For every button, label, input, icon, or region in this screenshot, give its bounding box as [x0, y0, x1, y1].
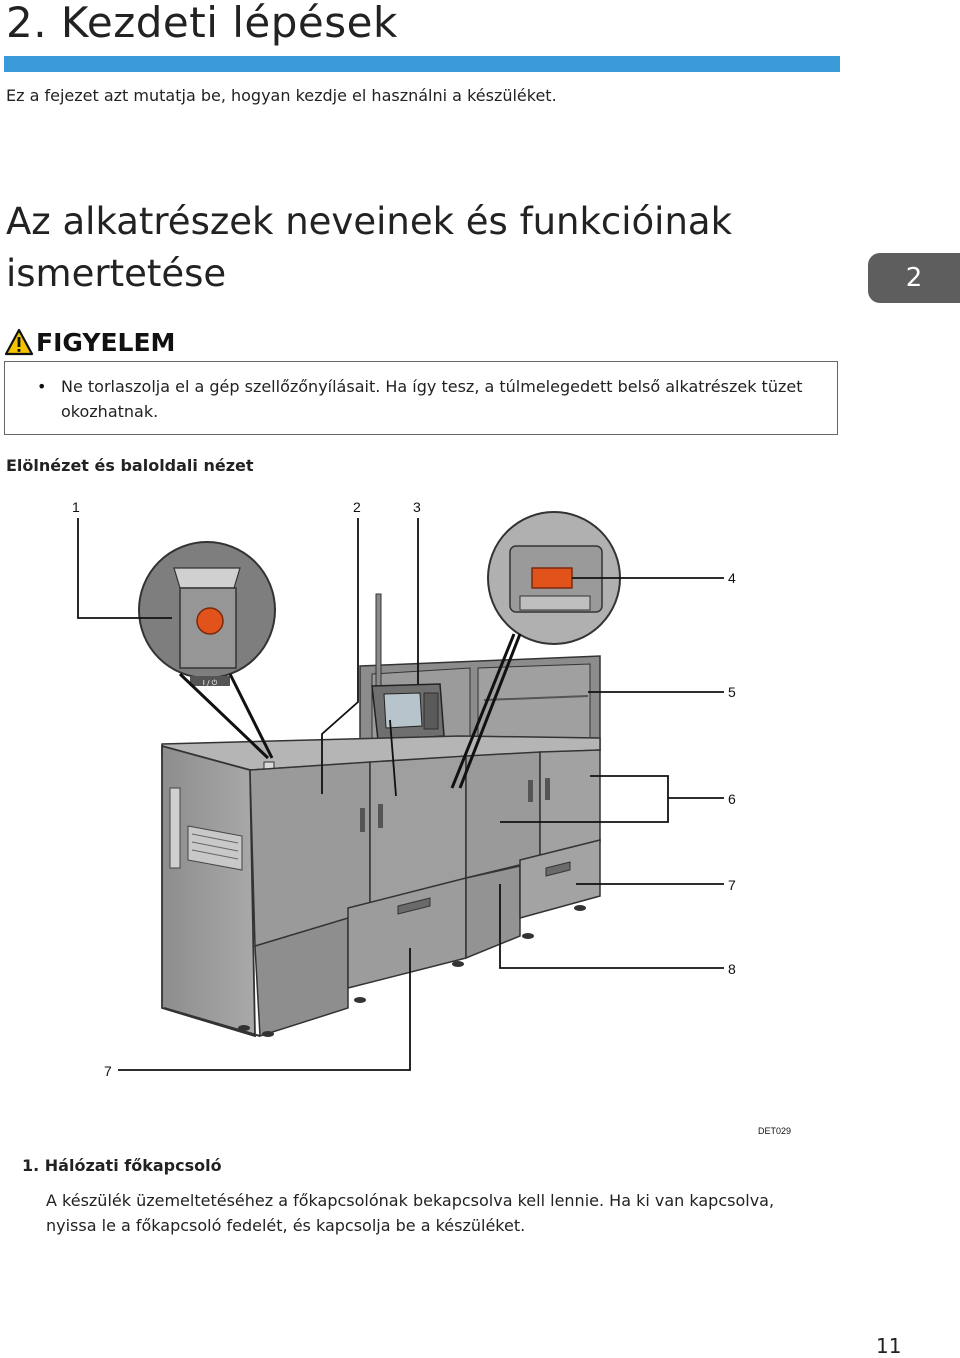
figure-caption: Elölnézet és baloldali nézet — [6, 456, 254, 475]
control-panel — [371, 683, 445, 741]
caution-item: Ne torlaszolja el a gép szellőzőnyílásai… — [61, 377, 803, 421]
figure-code: DET029 — [758, 1126, 791, 1136]
warning-triangle-icon — [4, 328, 34, 356]
zoom-power-button — [450, 511, 621, 789]
caution-heading: FIGYELEM — [4, 326, 175, 358]
callout-6: 6 — [728, 791, 736, 807]
paper-trays — [163, 839, 601, 1038]
chapter-intro: Ez a fejezet azt mutatja be, hogyan kezd… — [6, 86, 557, 105]
page-number: 11 — [876, 1334, 902, 1358]
callout-4: 4 — [728, 570, 736, 586]
leader-lines — [77, 518, 724, 1071]
section-title: Az alkatrészek neveinek és funkcióinak i… — [6, 200, 733, 295]
callout-numbers: 1 2 3 4 5 6 7 8 7 — [72, 499, 736, 1079]
callout-7-bottom: 7 — [104, 1063, 112, 1079]
callout-7-right: 7 — [728, 877, 736, 893]
caution-box: • Ne torlaszolja el a gép szellőzőnyílás… — [4, 361, 838, 435]
item-body: A készülék üzemeltetéséhez a főkapcsolón… — [46, 1191, 775, 1235]
power-switch-label: I / ⏻ — [203, 679, 218, 687]
chapter-title: 2. Kezdeti lépések — [6, 0, 398, 47]
chapter-tab-number: 2 — [905, 263, 923, 293]
item-title: 1. Hálózati főkapcsoló — [22, 1156, 222, 1175]
callout-1: 1 — [72, 499, 80, 515]
zoom-main-power-switch: I / ⏻ — [138, 541, 276, 760]
callout-3: 3 — [413, 499, 421, 515]
bullet-icon: • — [37, 377, 47, 396]
machine-illustration: I / ⏻ 1 2 3 4 5 6 7 8 7 DET029 — [72, 499, 791, 1136]
callout-8: 8 — [728, 961, 736, 977]
callout-2: 2 — [353, 499, 361, 515]
chapter-title-bar — [4, 56, 840, 72]
caution-label: FIGYELEM — [36, 327, 176, 357]
callout-5: 5 — [728, 684, 736, 700]
chapter-tab: 2 — [868, 253, 960, 303]
